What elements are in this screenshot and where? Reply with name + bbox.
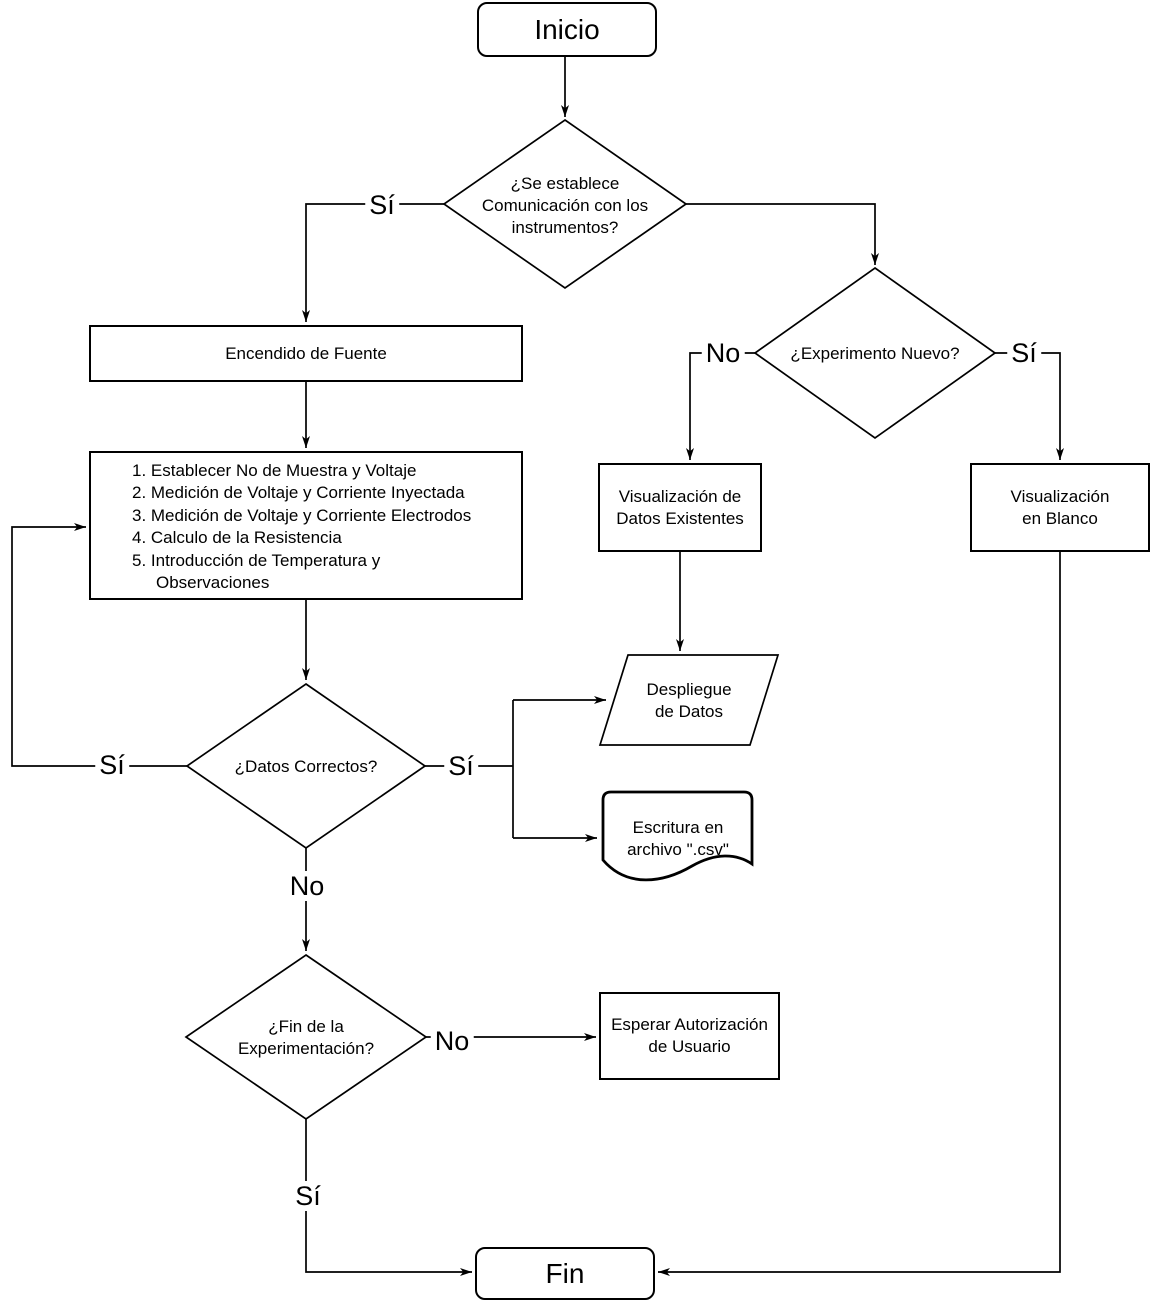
edge-label-experimento-no: No [701, 338, 745, 368]
comunicacion-decision-label: ¿Se establece Comunicación con los instr… [481, 174, 649, 237]
experimento-decision-label: ¿Experimento Nuevo? [790, 344, 960, 363]
start-node-inicio: Inicio [477, 2, 657, 57]
datos-correctos-decision-label: ¿Datos Correctos? [234, 757, 378, 776]
comunicacion-decision-shape [442, 118, 688, 290]
edge-comunicacion-experimento [684, 203, 879, 265]
despliegue-parallelogram-shape [598, 654, 780, 746]
medicion-step: 1. Establecer No de Muestra y Voltaje [132, 461, 417, 480]
medicion-step: 5. Introducción de Temperatura y Observa… [132, 550, 381, 593]
edge-label-datos-si-out: Sí [444, 751, 478, 781]
encendido-label: Encendido de Fuente [225, 343, 387, 363]
edge-finexp-si-fin [305, 1119, 472, 1276]
process-node-vis-blanco: Visualización en Blanco [970, 463, 1150, 552]
edge-label-comunicacion-si: Sí [365, 190, 399, 220]
despliegue-label: Despliegue de Datos [646, 680, 732, 721]
edge-comunicacion-si-encendido [302, 203, 444, 322]
process-node-medicion: 1. Establecer No de Muestra y Voltaje 2.… [89, 451, 523, 600]
edge-visblanco-fin [658, 552, 1061, 1276]
edge-experimento-no-visdatos [686, 352, 755, 460]
escritura-document-shape [601, 790, 754, 882]
end-node-fin: Fin [475, 1247, 655, 1300]
escritura-label: Escritura en archivo ".csv" [627, 818, 729, 859]
edge-label-datos-no: No [285, 871, 329, 901]
edge-label-fin-exp-si: Sí [291, 1181, 325, 1211]
fin-label: Fin [545, 1257, 585, 1289]
esperar-label: Esperar Autorización de Usuario [611, 1015, 768, 1056]
fin-experimentacion-decision-shape [184, 953, 428, 1121]
fin-experimentacion-decision-label: ¿Fin de la Experimentación? [237, 1017, 375, 1058]
medicion-step: 4. Calculo de la Resistencia [132, 528, 342, 548]
vis-blanco-label: Visualización en Blanco [1010, 486, 1110, 528]
edge-experimento-si-visblanco [995, 352, 1064, 460]
edge-label-datos-si-loop: Sí [95, 750, 129, 780]
experimento-decision-shape [753, 266, 997, 440]
edge-label-experimento-si: Sí [1007, 338, 1041, 368]
process-node-vis-datos: Visualización de Datos Existentes [598, 463, 762, 552]
medicion-step: 2. Medición de Voltaje y Corriente Inyec… [132, 483, 465, 503]
vis-datos-label: Visualización de Datos Existentes [616, 486, 744, 528]
medicion-step: 3. Medición de Voltaje y Corriente Elect… [132, 505, 472, 525]
process-node-esperar: Esperar Autorización de Usuario [599, 992, 780, 1080]
process-node-encendido: Encendido de Fuente [89, 325, 523, 382]
edge-label-fin-exp-no: No [430, 1026, 474, 1056]
datos-correctos-decision-shape [185, 682, 427, 850]
inicio-label: Inicio [534, 13, 600, 45]
